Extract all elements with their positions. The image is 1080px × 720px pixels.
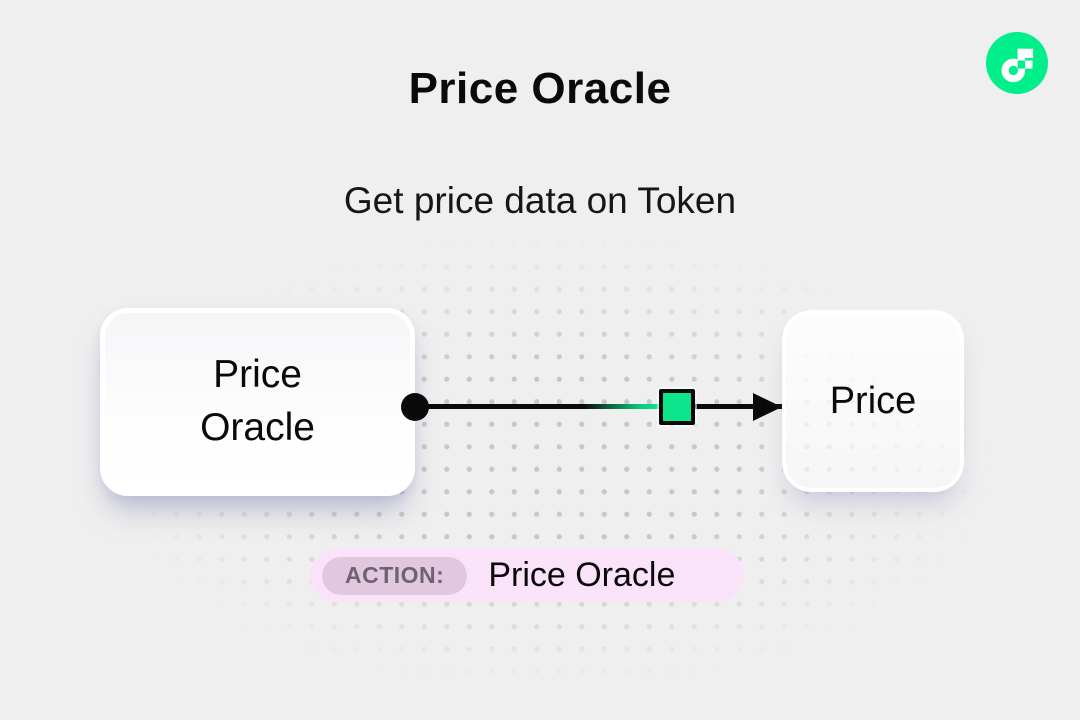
- action-badge: ACTION:: [322, 556, 468, 595]
- page-subtitle: Get price data on Token: [343, 180, 737, 221]
- connector-arrowhead-icon: [753, 393, 782, 421]
- action-pill: ACTION: Price Oracle: [310, 549, 744, 602]
- connector-action-marker: [659, 389, 695, 425]
- source-node-label: Price Oracle: [200, 353, 315, 449]
- connector-line-green-gradient: [583, 404, 659, 409]
- connector-start-dot: [401, 393, 429, 421]
- action-label: Price Oracle: [488, 556, 676, 594]
- target-node-price: Price: [782, 310, 964, 492]
- page-title: Price Oracle: [408, 64, 672, 113]
- source-node-price-oracle: Price Oracle: [100, 308, 415, 496]
- target-node-label: Price: [829, 379, 917, 422]
- flow-logo-icon: [986, 32, 1048, 94]
